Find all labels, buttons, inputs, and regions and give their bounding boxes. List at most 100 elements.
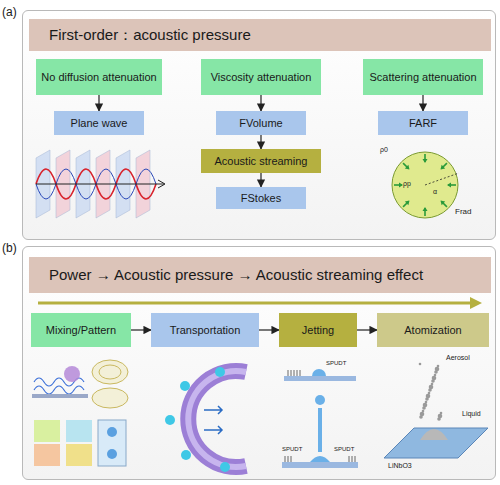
dot: [107, 449, 117, 459]
process-box: Jetting: [279, 313, 357, 347]
wave: [34, 386, 84, 394]
box-text: Transportation: [170, 324, 241, 337]
box-text: No diffusion attenuation: [41, 71, 156, 84]
figure-label: α: [433, 188, 437, 195]
force-head: [405, 201, 410, 206]
aerosol-dot: [419, 363, 422, 366]
panel-label: (a): [2, 5, 17, 19]
mixing-figure: [32, 360, 128, 466]
process-box: Mixing/Pattern: [31, 313, 131, 347]
flow-arrow: [204, 426, 222, 434]
process-box: Transportation: [151, 313, 259, 347]
dashed-ray: [425, 173, 459, 185]
flow-arrow: [260, 135, 261, 149]
figure-label: SPUDT: [282, 446, 302, 452]
substrate: [284, 376, 356, 381]
box-text: FARF: [409, 117, 437, 130]
force-head: [399, 183, 403, 188]
aerosol-dots: [419, 363, 443, 421]
progress-line: [38, 302, 472, 305]
aerosol-dot: [435, 367, 440, 372]
idt: [285, 456, 355, 462]
figure-label: ρ0: [380, 146, 388, 153]
particle: [220, 462, 230, 472]
substrate: [282, 462, 358, 468]
droplet: [64, 366, 80, 382]
dot: [107, 427, 117, 437]
force-head: [405, 165, 410, 170]
droplet: [312, 369, 326, 376]
process-box: FStokes: [216, 187, 306, 209]
plate: [384, 428, 488, 458]
channel-core: [188, 371, 246, 467]
pool: [310, 456, 330, 462]
header-band: Power → Acoustic pressure → Acoustic str…: [29, 257, 491, 293]
box-text: Power → Acoustic pressure → Acoustic str…: [49, 266, 423, 283]
figure-label: SPUDT: [326, 360, 346, 366]
box-text: Mixing/Pattern: [46, 324, 116, 337]
figure-label: Aerosol: [446, 354, 470, 361]
particle: [181, 450, 191, 460]
process-box: FARF: [378, 111, 468, 135]
box-text: Atomization: [404, 324, 461, 337]
box-text: Scattering attenuation: [369, 71, 476, 84]
process-box: Scattering attenuation: [363, 59, 483, 95]
process-box: FVolume: [216, 111, 306, 135]
aerosol-dot: [437, 365, 440, 368]
header-band: First-order：acoustic pressure: [29, 19, 491, 51]
box-text: Acoustic streaming: [215, 155, 308, 168]
particle: [165, 415, 175, 425]
particle: [215, 367, 225, 377]
force-head: [447, 183, 451, 188]
aerosol-dot: [420, 412, 425, 417]
figure-label: Frad: [455, 208, 471, 216]
flow-arrow: [260, 173, 261, 187]
process-box: Acoustic streaming: [201, 149, 321, 173]
particle-circle: [392, 152, 458, 218]
process-box: Viscosity attenuation: [201, 59, 321, 95]
aerosol-dot: [422, 410, 425, 413]
particle: [180, 381, 190, 391]
process-box: Plane wave: [54, 111, 144, 135]
flow-arrow: [204, 406, 222, 414]
idt: [288, 370, 300, 376]
box-text: FVolume: [239, 117, 282, 130]
figure-label: SPUDT: [334, 446, 354, 452]
flow-arrow: [259, 329, 279, 330]
aerosol-dot: [426, 394, 431, 399]
aerosol-dot: [440, 412, 443, 415]
aerosol-dot: [425, 401, 428, 404]
aerosol-dot: [423, 403, 428, 408]
pattern: [92, 388, 128, 408]
force-head: [423, 207, 428, 211]
aerosol-dot: [429, 385, 434, 390]
flow-arrow: [422, 95, 423, 111]
figure-label: Liquid: [462, 410, 481, 417]
aerosol-dot: [438, 414, 443, 419]
substrate: [32, 394, 88, 398]
propagation-arrow: [36, 180, 165, 188]
transport-figure: [165, 367, 246, 472]
pattern: [99, 365, 121, 379]
force-arrow: [403, 201, 409, 207]
atomization-figure: [384, 363, 488, 458]
box-text: Jetting: [302, 324, 334, 337]
force-arrow: [441, 163, 447, 169]
force-head: [423, 159, 428, 163]
panel-label: (b): [2, 241, 17, 255]
box-text: Viscosity attenuation: [211, 71, 312, 84]
pattern: [92, 360, 128, 384]
plane-wave-figure: [36, 150, 165, 218]
liquid: [420, 429, 448, 440]
progress-head: [470, 297, 482, 309]
process-box: No diffusion attenuation: [36, 59, 162, 95]
figure-label: LiNbO3: [388, 462, 412, 469]
flow-arrow: [357, 329, 377, 330]
figure-label: ρp: [403, 180, 411, 187]
process-box: Atomization: [377, 313, 489, 347]
tile: [66, 420, 92, 442]
force-head: [441, 165, 446, 170]
aerosol-dot: [432, 376, 437, 381]
channel: [188, 371, 246, 467]
box-text: FStokes: [241, 192, 281, 205]
